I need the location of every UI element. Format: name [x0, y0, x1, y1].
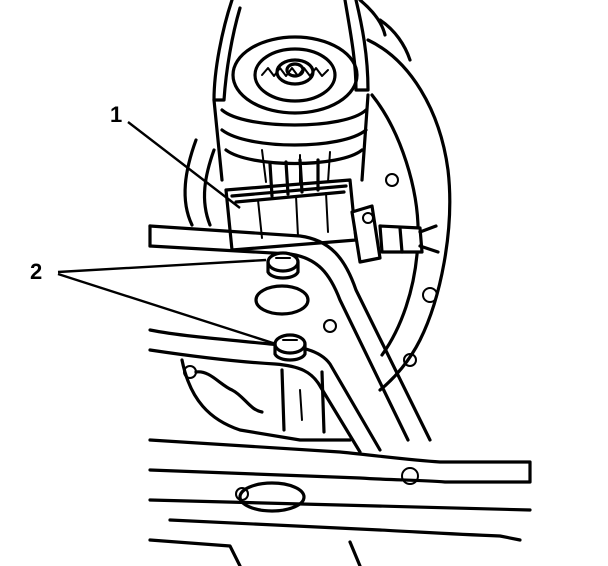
electrical-connector [350, 204, 440, 264]
callout-2-label: 2 [30, 259, 42, 284]
crankshaft-pulley [212, 0, 370, 186]
callout-1-leader [127, 121, 241, 209]
frame-crossmember [148, 224, 532, 566]
engine-block-housing [358, 0, 452, 392]
callout-2-leaders [57, 258, 277, 346]
callout-1-label: 1 [110, 102, 122, 127]
bolt-lower [273, 333, 307, 362]
lower-engine-detail [180, 138, 352, 442]
bolt-upper [266, 251, 300, 280]
